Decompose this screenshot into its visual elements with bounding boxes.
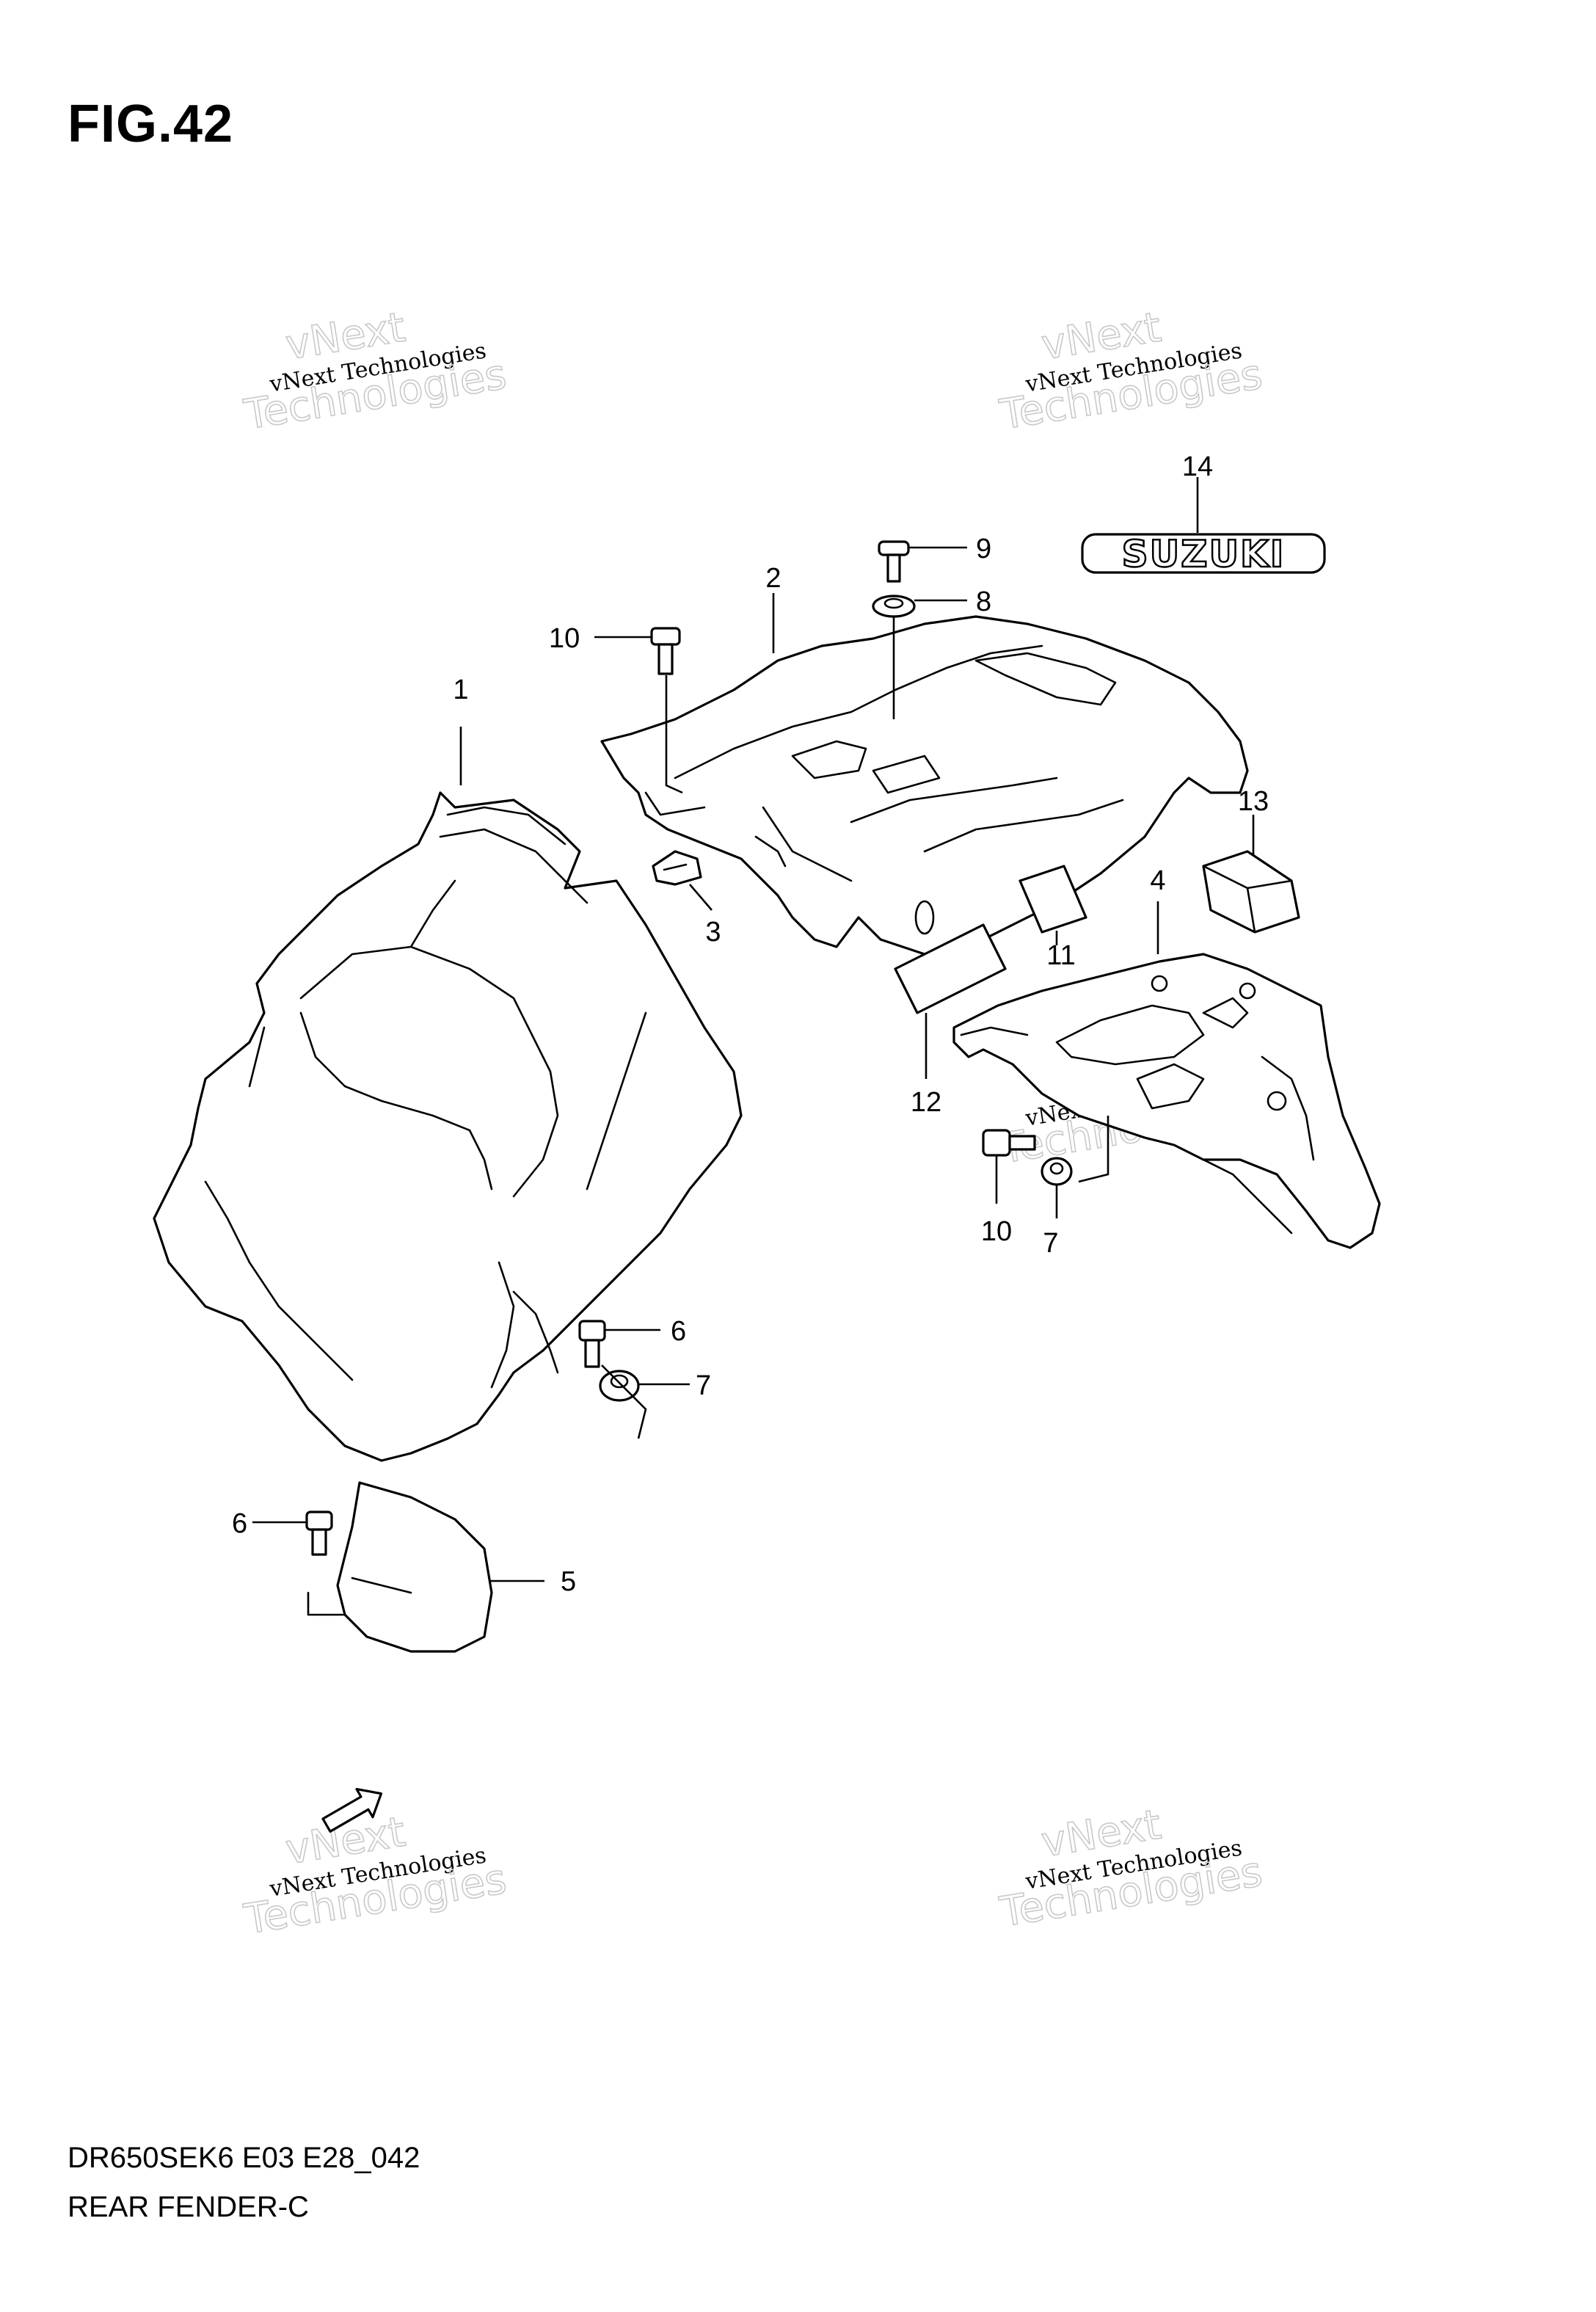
callout-label-6-low: 6 (232, 1508, 247, 1539)
callout-label-5: 5 (561, 1566, 576, 1597)
part-2-rear-fender (600, 615, 1249, 956)
drawing-name: REAR FENDER-C (68, 2191, 309, 2223)
callouts: 1 2 3 4 5 6 6 7 7 8 (232, 451, 1269, 1597)
fastener-washer-8 (872, 595, 916, 618)
fastener-bolt-9 (878, 540, 910, 583)
callout-label-7-right: 7 (1043, 1228, 1058, 1259)
callout-label-3: 3 (705, 917, 721, 948)
callout-label-12: 12 (911, 1087, 941, 1118)
callout-label-4: 4 (1150, 865, 1165, 896)
assembly-guide-lines (601, 617, 1109, 1439)
callout-label-6-mid: 6 (671, 1316, 686, 1347)
part-13-cushion (1202, 850, 1300, 934)
callout-label-7-mid: 7 (696, 1370, 711, 1401)
part-4-plate-bracket (952, 953, 1381, 1249)
figure-title: FIG.42 (68, 95, 234, 153)
brand-logo-text: SUZUKI (1122, 533, 1286, 575)
callout-label-14: 14 (1182, 451, 1213, 482)
watermark-top-left: vNext vNext Technologies Technologies (240, 303, 510, 440)
part-14-emblem: SUZUKI (1081, 532, 1326, 576)
callout-label-11: 11 (1046, 940, 1075, 971)
part-1-inner-fender (153, 791, 743, 1462)
fastener-bolt-6-low (305, 1511, 333, 1556)
callout-label-10-bottom: 10 (981, 1216, 1012, 1247)
fastener-bolt-6-mid (578, 1320, 606, 1368)
part-12-reflector (894, 923, 1007, 1014)
callout-label-2: 2 (765, 563, 781, 594)
part-3-clip (652, 850, 702, 886)
watermark-bottom-left: vNext vNext Technologies Technologies (240, 1808, 510, 1944)
fastener-nut-7-right (1041, 1157, 1073, 1186)
watermark-top-right: vNext vNext Technologies Technologies (996, 303, 1266, 440)
callout-label-1: 1 (453, 675, 468, 705)
part-11-reflector (1019, 865, 1087, 934)
front-arrow-icon (321, 1788, 383, 1833)
callout-label-9: 9 (976, 534, 991, 564)
part-5-mud-flap (307, 1481, 493, 1653)
callout-label-10-top: 10 (549, 623, 580, 654)
fastener-bolt-10-top (650, 627, 681, 675)
callout-label-8: 8 (976, 586, 991, 617)
watermark-bottom-right: vNext vNext Technologies Technologies (996, 1800, 1266, 1937)
callout-label-13: 13 (1238, 786, 1269, 817)
drawing-code: DR650SEK6 E03 E28_042 (68, 2142, 420, 2174)
